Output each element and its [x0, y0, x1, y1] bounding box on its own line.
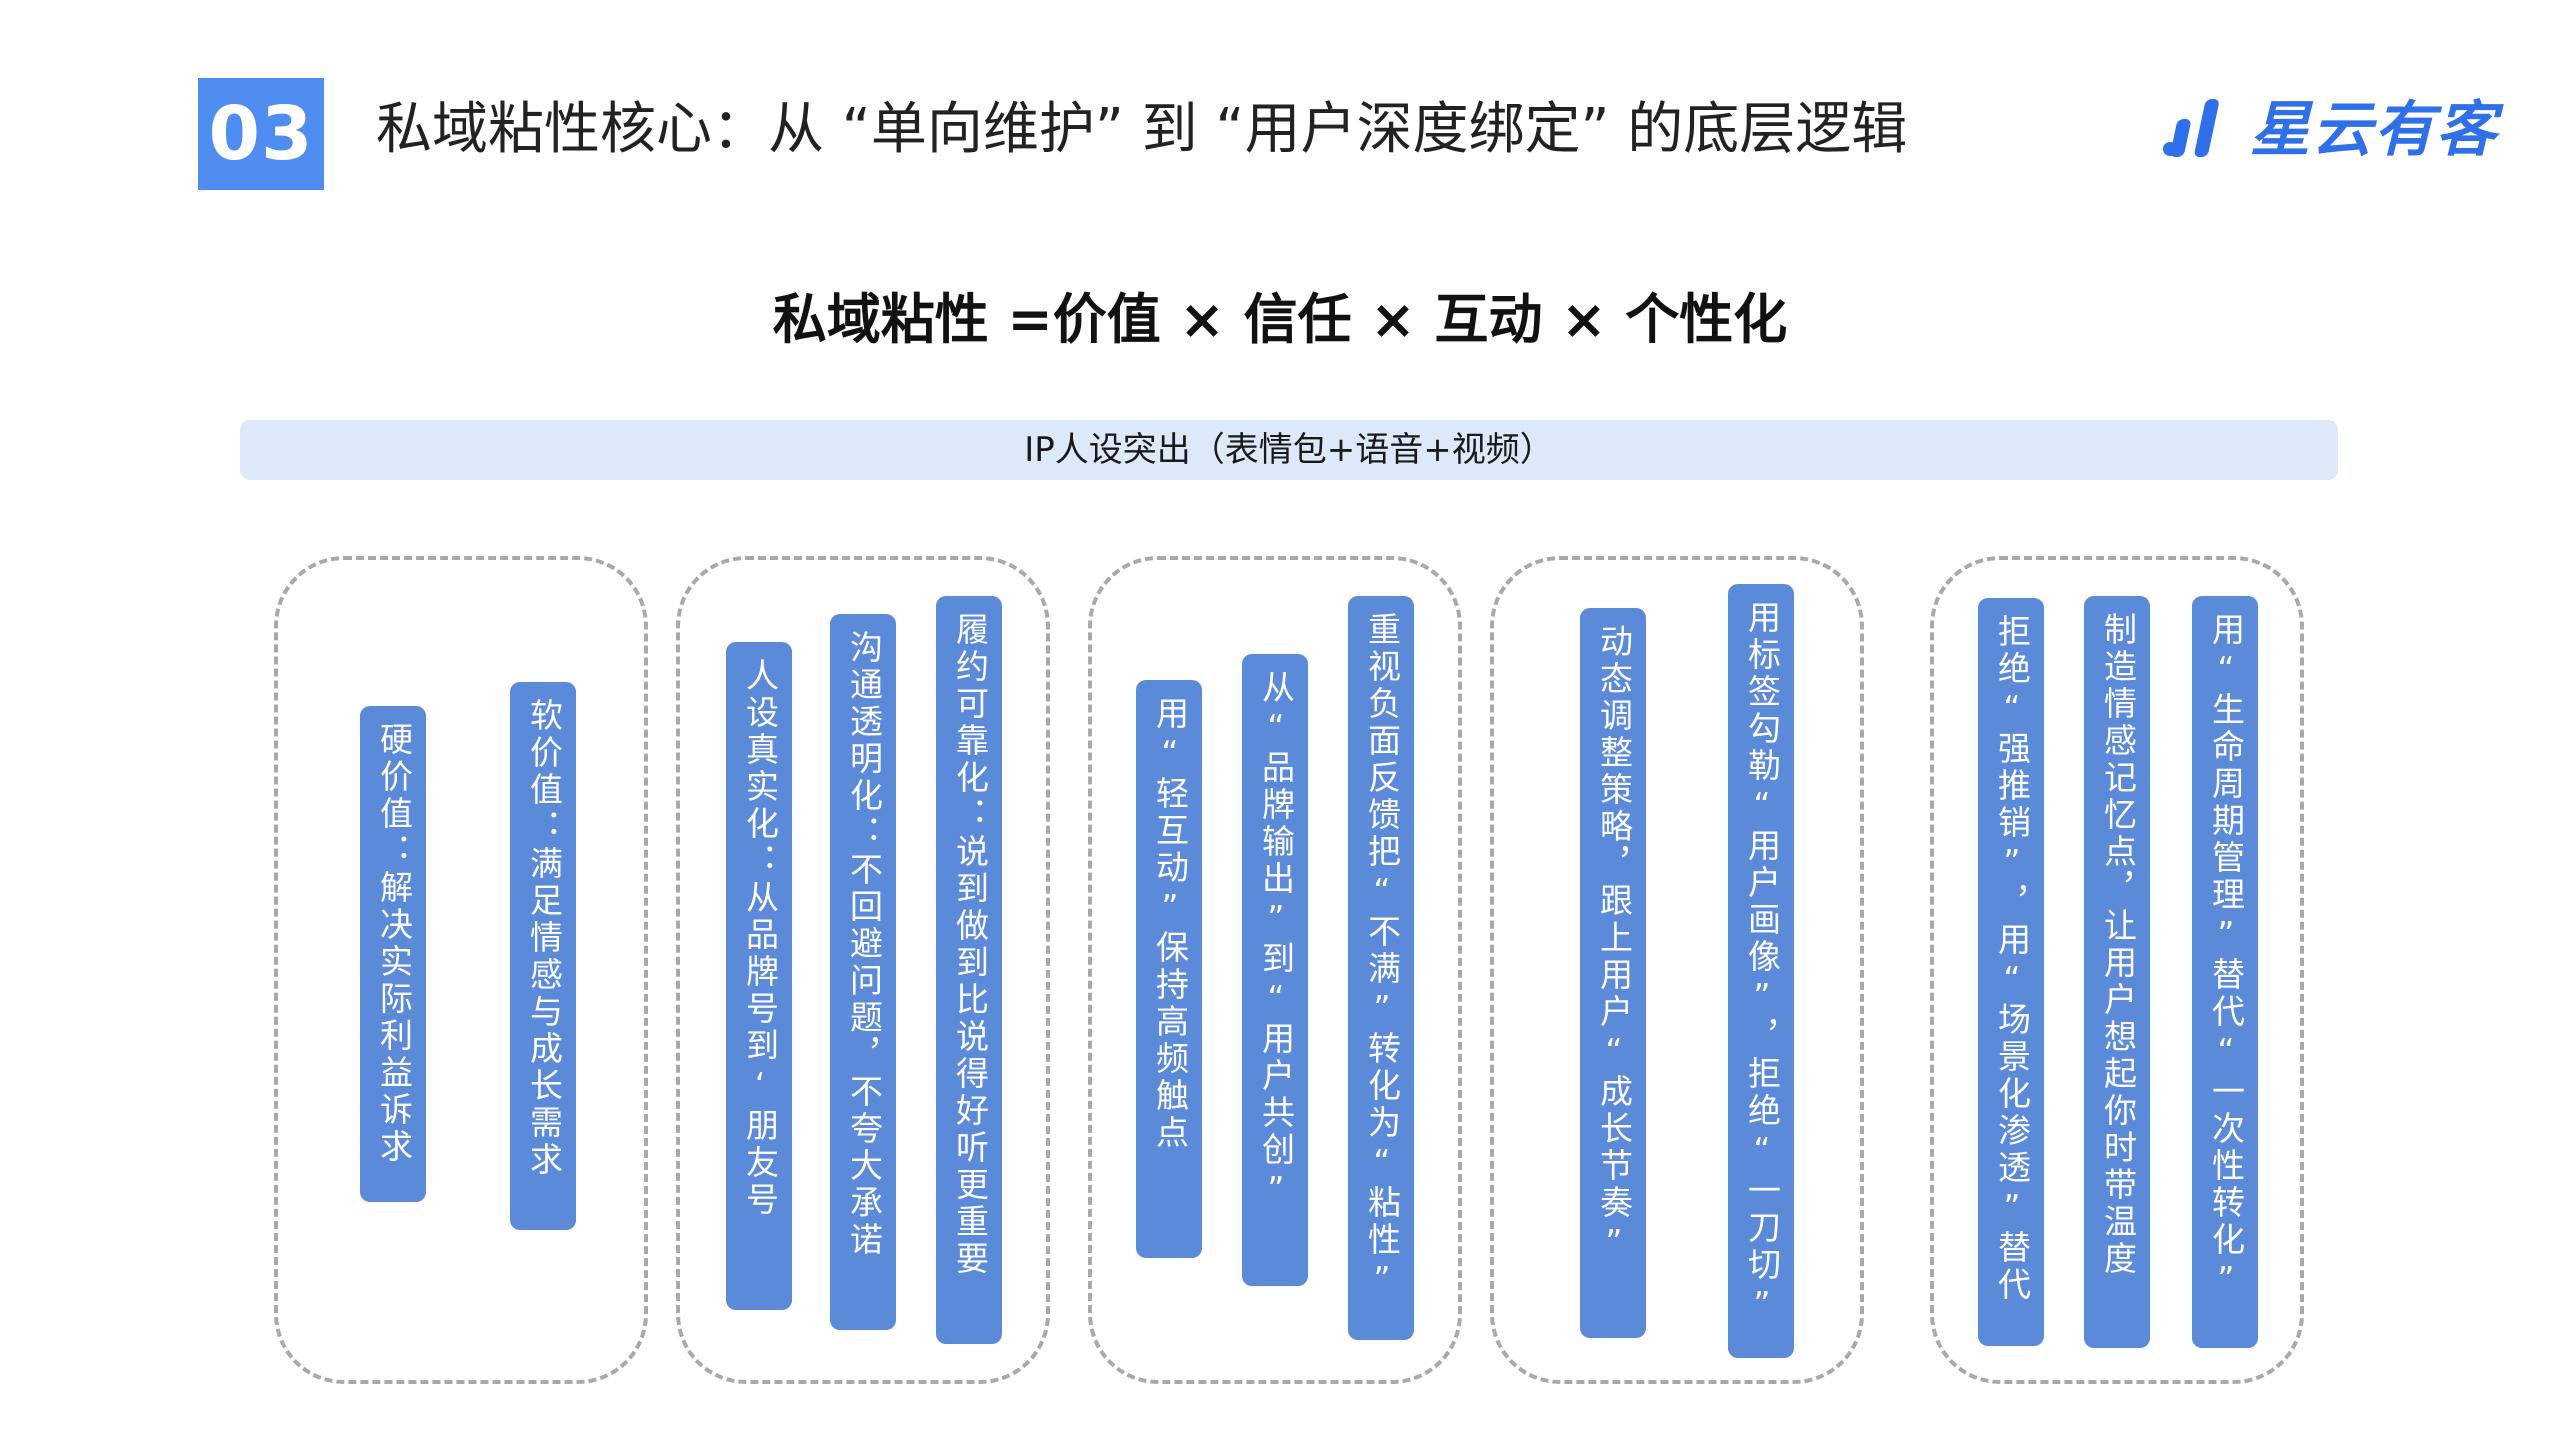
group-interaction: 用“轻互动”保持高频触点 从“品牌输出”到“用户共创” 重视负面反馈把“不满”转… [1088, 556, 1462, 1384]
pill-item: 从“品牌输出”到“用户共创” [1242, 654, 1308, 1286]
pill-item: 动态调整策略，跟上用户“成长节奏” [1580, 608, 1646, 1338]
pill-text: 从“品牌输出”到“用户共创” [1256, 670, 1296, 1212]
pill-item: 拒绝“强推销”，用“场景化渗透”替代 [1978, 598, 2044, 1346]
pill-item: 沟通透明化：不回避问题，不夸大承诺 [830, 614, 896, 1330]
pill-text: 硬价值：解决实际利益诉求 [374, 722, 414, 1166]
pill-text: 履约可靠化：说到做到比说得好听更重要 [950, 612, 990, 1278]
pill-text: 人设真实化：从品牌号到‘朋友号 [740, 658, 780, 1219]
pill-text: 用“轻互动”保持高频触点 [1150, 696, 1190, 1152]
brand-logo: 星云有客 [2160, 84, 2498, 165]
pill-text: 沟通透明化：不回避问题，不夸大承诺 [844, 630, 884, 1259]
pill-item: 用“轻互动”保持高频触点 [1136, 680, 1202, 1258]
pill-item: 人设真实化：从品牌号到‘朋友号 [726, 642, 792, 1310]
pill-item: 重视负面反馈把“不满”转化为“粘性” [1348, 596, 1414, 1340]
pill-text: 用“生命周期管理”替代“一次性转化” [2206, 612, 2246, 1302]
ip-banner: IP人设突出（表情包+语音+视频） [240, 420, 2338, 480]
pill-item: 硬价值：解决实际利益诉求 [360, 706, 426, 1202]
pill-item: 用标签勾勒“用户画像”，拒绝“一刀切” [1728, 584, 1794, 1358]
pill-item: 制造情感记忆点，让用户想起你时带温度 [2084, 596, 2150, 1348]
pill-text: 动态调整策略，跟上用户“成长节奏” [1594, 624, 1634, 1265]
group-trust: 人设真实化：从品牌号到‘朋友号 沟通透明化：不回避问题，不夸大承诺 履约可靠化：… [676, 556, 1050, 1384]
pill-text: 软价值：满足情感与成长需求 [524, 698, 564, 1179]
pill-item: 软价值：满足情感与成长需求 [510, 682, 576, 1230]
pill-item: 履约可靠化：说到做到比说得好听更重要 [936, 596, 1002, 1344]
formula-heading: 私域粘性 =价值 × 信任 × 互动 × 个性化 [772, 288, 1788, 351]
pill-text: 制造情感记忆点，让用户想起你时带温度 [2098, 612, 2138, 1278]
group-personalization-b: 拒绝“强推销”，用“场景化渗透”替代 制造情感记忆点，让用户想起你时带温度 用“… [1930, 556, 2304, 1384]
section-number-badge: 03 [198, 78, 324, 190]
pill-text: 重视负面反馈把“不满”转化为“粘性” [1362, 612, 1402, 1302]
page-title: 私域粘性核心：从 “单向维护” 到 “用户深度绑定” 的底层逻辑 [376, 97, 1908, 162]
pill-item: 用“生命周期管理”替代“一次性转化” [2192, 596, 2258, 1348]
pill-text: 拒绝“强推销”，用“场景化渗透”替代 [1992, 614, 2032, 1304]
pill-text: 用标签勾勒“用户画像”，拒绝“一刀切” [1742, 600, 1782, 1327]
group-value: 硬价值：解决实际利益诉求 软价值：满足情感与成长需求 [274, 556, 648, 1384]
logo-text: 星云有客 [2250, 94, 2498, 165]
group-personalization-a: 动态调整策略，跟上用户“成长节奏” 用标签勾勒“用户画像”，拒绝“一刀切” [1490, 556, 1864, 1384]
logo-mark-icon [2163, 99, 2219, 157]
